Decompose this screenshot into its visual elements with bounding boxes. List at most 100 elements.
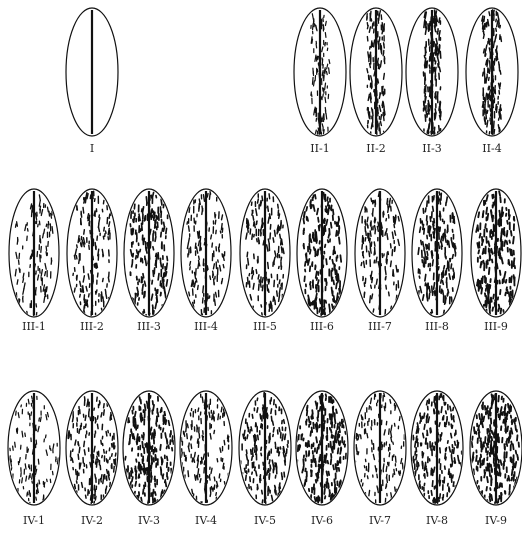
- texture-mark: [168, 445, 169, 448]
- texture-mark: [281, 239, 282, 245]
- texture-mark: [15, 224, 16, 227]
- texture-mark: [212, 243, 213, 247]
- texture-mark: [386, 285, 387, 289]
- texture-mark: [426, 22, 427, 25]
- texture-mark: [195, 475, 196, 480]
- texture-mark: [163, 205, 164, 208]
- texture-mark: [452, 255, 453, 259]
- texture-mark: [261, 227, 262, 231]
- texture-mark: [458, 456, 459, 461]
- texture-mark: [317, 131, 318, 134]
- texture-mark: [491, 437, 492, 441]
- texture-mark: [423, 433, 424, 437]
- texture-mark: [424, 12, 425, 17]
- texture-mark: [336, 437, 337, 443]
- texture-mark: [482, 414, 483, 420]
- texture-mark: [485, 224, 486, 228]
- texture-mark: [222, 215, 223, 220]
- texture-mark: [424, 425, 425, 430]
- texture-mark: [486, 301, 487, 307]
- texture-mark: [425, 208, 426, 212]
- grain-figure: III-4: [181, 189, 231, 333]
- texture-mark: [484, 16, 485, 21]
- texture-mark: [425, 58, 426, 63]
- texture-mark: [166, 263, 167, 269]
- texture-mark: [248, 220, 249, 225]
- texture-mark: [317, 448, 318, 453]
- texture-mark: [283, 434, 284, 439]
- texture-mark: [135, 469, 136, 472]
- texture-mark: [440, 438, 441, 441]
- texture-mark: [337, 432, 338, 437]
- texture-mark: [258, 275, 259, 279]
- grain-figure: IV-8: [411, 391, 463, 527]
- texture-mark: [299, 445, 300, 450]
- texture-mark: [275, 463, 276, 467]
- texture-mark: [78, 454, 79, 459]
- texture-mark: [391, 261, 392, 266]
- figure-label: III-6: [310, 320, 334, 333]
- texture-mark: [104, 450, 105, 453]
- texture-mark: [160, 409, 161, 412]
- texture-mark: [320, 407, 321, 411]
- texture-mark: [140, 465, 141, 470]
- texture-mark: [215, 220, 216, 224]
- figure-label: IV-4: [195, 514, 217, 527]
- texture-mark: [156, 424, 157, 426]
- texture-mark: [101, 479, 102, 482]
- texture-mark: [142, 442, 143, 448]
- figure-label: II-3: [422, 142, 441, 155]
- texture-mark: [486, 487, 487, 491]
- texture-mark: [94, 446, 95, 452]
- texture-mark: [162, 476, 163, 479]
- texture-mark: [335, 269, 336, 275]
- texture-mark: [135, 412, 136, 417]
- texture-mark: [268, 217, 269, 223]
- texture-mark: [365, 221, 366, 225]
- texture-mark: [95, 264, 96, 268]
- figure-label: IV-1: [23, 514, 45, 527]
- texture-mark: [493, 400, 494, 403]
- grain-figure: III-5: [240, 189, 290, 333]
- texture-mark: [277, 291, 278, 296]
- grain-figure: III-6: [297, 189, 347, 333]
- texture-mark: [515, 425, 516, 430]
- texture-mark: [442, 281, 443, 285]
- figure-label: III-2: [80, 320, 104, 333]
- texture-mark: [362, 417, 363, 420]
- texture-mark: [285, 460, 286, 465]
- texture-mark: [392, 232, 393, 238]
- texture-mark: [490, 52, 491, 58]
- texture-mark: [301, 434, 302, 439]
- texture-mark: [101, 475, 102, 479]
- texture-mark: [429, 106, 430, 111]
- figure-label: III-5: [253, 320, 277, 333]
- texture-mark: [439, 423, 440, 427]
- texture-mark: [103, 478, 104, 483]
- texture-mark: [11, 459, 12, 462]
- texture-mark: [146, 197, 147, 204]
- texture-mark: [391, 425, 392, 431]
- texture-mark: [453, 475, 454, 478]
- texture-mark: [327, 64, 328, 69]
- texture-mark: [504, 272, 505, 278]
- texture-mark: [370, 93, 371, 99]
- texture-mark: [252, 210, 253, 213]
- texture-mark: [25, 464, 26, 469]
- texture-mark: [492, 394, 493, 398]
- texture-mark: [213, 264, 214, 269]
- texture-mark: [499, 64, 500, 71]
- texture-mark: [387, 199, 388, 205]
- texture-mark: [391, 437, 392, 441]
- texture-mark: [256, 446, 257, 450]
- texture-mark: [258, 238, 259, 244]
- texture-mark: [133, 434, 134, 438]
- texture-mark: [151, 456, 152, 460]
- texture-mark: [84, 230, 85, 234]
- texture-mark: [446, 197, 447, 202]
- texture-mark: [381, 115, 382, 120]
- texture-mark: [203, 286, 204, 293]
- texture-mark: [511, 276, 512, 282]
- texture-mark: [211, 468, 212, 473]
